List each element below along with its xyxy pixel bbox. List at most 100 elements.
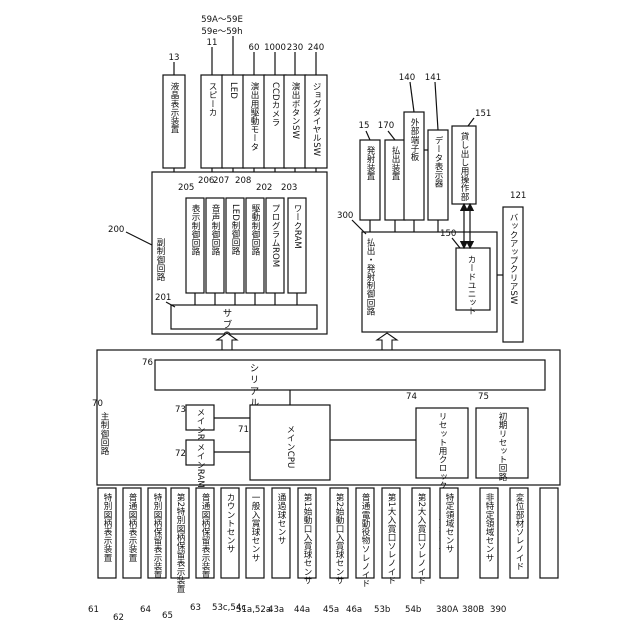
device-ref: 15 <box>359 121 370 131</box>
device-label: 演出用駆動モータ <box>249 81 259 151</box>
main-control-title: 主制御回路 <box>99 411 109 456</box>
main-cpu-label: メインCPU <box>285 425 295 468</box>
device-ref: 61 <box>88 605 99 615</box>
main-control-ref: 70 <box>92 399 103 409</box>
serial-ic-box <box>155 360 545 390</box>
input-devices: 特別図柄表示装置 61 普通図柄表示装置 62 特別図柄保留表示装置 64 第2… <box>88 488 558 623</box>
circuit-label: 駆動制御回路 <box>250 204 260 257</box>
circuit-label: LED制御回路 <box>230 204 240 256</box>
sub-cpu-ref: 201 <box>155 293 171 303</box>
device-box <box>540 488 558 578</box>
leader-line <box>126 232 152 245</box>
circuit-label: 音声制御回路 <box>210 203 220 257</box>
device-label: CCDカメラ <box>270 82 280 126</box>
device-label: 変位部材ソレノイド <box>514 492 524 571</box>
main-to-payout-arrow <box>377 333 397 350</box>
main-ram-ref: 73 <box>175 405 186 415</box>
payout-control-label: 払出・発射制御回路 <box>365 237 375 317</box>
device-ref: 170 <box>378 121 394 131</box>
device-label: 普通電動役物ソレノイド <box>360 492 370 588</box>
device-ref: 59e～59h <box>201 27 242 37</box>
device-label: 払出装置 <box>390 145 400 181</box>
initial-reset-ref: 75 <box>478 392 489 402</box>
device-ref: 240 <box>308 43 324 53</box>
backup-clear-ref: 121 <box>510 191 526 201</box>
circuit-ref: 206 <box>198 176 214 186</box>
card-unit-ref: 150 <box>440 229 456 239</box>
device-ref: 63 <box>190 603 201 613</box>
device-ref: 380A <box>436 605 458 615</box>
device-ref: 390 <box>490 605 506 615</box>
serial-ic-ref: 76 <box>142 358 153 368</box>
circuit-label: プログラムROM <box>270 204 280 268</box>
device-label: 特定領域センサ <box>444 492 454 554</box>
device-label: 貸し出し用操作部 <box>459 131 469 202</box>
device-label: カウントセンサ <box>225 493 235 554</box>
main-ram-label: メインRAM <box>195 443 205 488</box>
device-label: 液晶表示装置 <box>169 81 179 134</box>
device-label: ジョグダイヤルSW <box>311 82 321 157</box>
effect-control-ref: 200 <box>108 225 124 235</box>
payout-control-ref: 300 <box>337 211 353 221</box>
sub-cpu-box <box>171 305 317 329</box>
main-cpu-ref: 71 <box>238 425 249 435</box>
device-label: LED <box>228 82 238 99</box>
device-label: 普通図柄保留表示装置 <box>200 492 210 579</box>
device-ref: 64 <box>140 605 151 615</box>
circuit-label: ワークRAM <box>292 204 302 249</box>
circuit-ref: 207 <box>213 176 229 186</box>
device-ref: 140 <box>399 73 415 83</box>
device-label: 演出ボタンSW <box>290 81 300 140</box>
device-ref: 59A～59E <box>201 15 243 25</box>
device-label: 第1始動口入賞球センサ <box>302 492 312 585</box>
device-label: 普通図柄表示装置 <box>127 492 137 562</box>
device-ref: 60 <box>249 43 260 53</box>
device-ref: 141 <box>425 73 441 83</box>
device-ref: 54b <box>405 605 421 615</box>
main-rom-ref: 72 <box>175 449 186 459</box>
device-ref: 46a <box>346 605 362 615</box>
device-label: 第2始動口入賞球センサ <box>334 492 344 585</box>
device-label: 第1大入賞口ソレノイド <box>386 492 396 585</box>
device-label: 第2大入賞口ソレノイド <box>416 492 426 585</box>
device-label: 特別図柄保留表示装置 <box>152 492 162 579</box>
device-label: 第2特別図柄保留表示装置 <box>175 492 185 594</box>
output-devices: 液晶表示装置 13 スピーカ 11 LED 59A～59E 59e～59h 演出… <box>163 15 327 168</box>
circuit-ref: 205 <box>178 183 194 193</box>
command-arrows <box>217 333 397 350</box>
device-label: データ表示器 <box>433 135 443 188</box>
device-ref: 53b <box>374 605 390 615</box>
device-ref: 51a,52a <box>236 605 271 615</box>
device-label: 特別図柄表示装置 <box>102 492 112 562</box>
device-label: スピーカ <box>207 82 217 116</box>
circuit-ref: 202 <box>256 183 272 193</box>
device-label: 外部端子板 <box>409 117 419 162</box>
circuit-label: 表示制御回路 <box>190 203 200 257</box>
device-label: 非特定領域センサ <box>484 492 494 562</box>
payout-devices: 発射装置 15 払出装置 170 外部端子板 140 データ表示器 141 貸し… <box>359 73 492 232</box>
device-ref: 1000 <box>264 43 286 53</box>
device-ref: 45a <box>323 605 339 615</box>
device-ref: 65 <box>162 611 173 621</box>
device-ref: 230 <box>287 43 303 53</box>
circuit-ref: 203 <box>281 183 297 193</box>
circuit-ref: 208 <box>235 176 251 186</box>
card-unit-label: カードユニット <box>466 255 476 316</box>
device-ref: 13 <box>169 53 180 63</box>
device-label: 発射装置 <box>365 145 375 181</box>
initial-reset-label: 初期リセット回路 <box>497 411 507 482</box>
backup-clear-label: バックアップクリアSW <box>508 213 518 305</box>
reset-clock-ref: 74 <box>406 392 417 402</box>
effect-control-title: 副制御回路 <box>155 238 165 282</box>
device-ref: 44a <box>294 605 310 615</box>
device-ref: 11 <box>207 38 218 48</box>
device-ref: 380B <box>462 605 484 615</box>
device-ref: 151 <box>475 109 491 119</box>
effect-control-board: 200 副制御回路 サブCPU 201 表示制御回路 205 音声制御回路 20… <box>108 172 327 356</box>
device-label: 一般入賞球センサ <box>250 493 260 562</box>
device-ref: 43a <box>268 605 284 615</box>
device-label: 通過球センサ <box>276 493 286 545</box>
device-ref: 62 <box>113 613 124 623</box>
